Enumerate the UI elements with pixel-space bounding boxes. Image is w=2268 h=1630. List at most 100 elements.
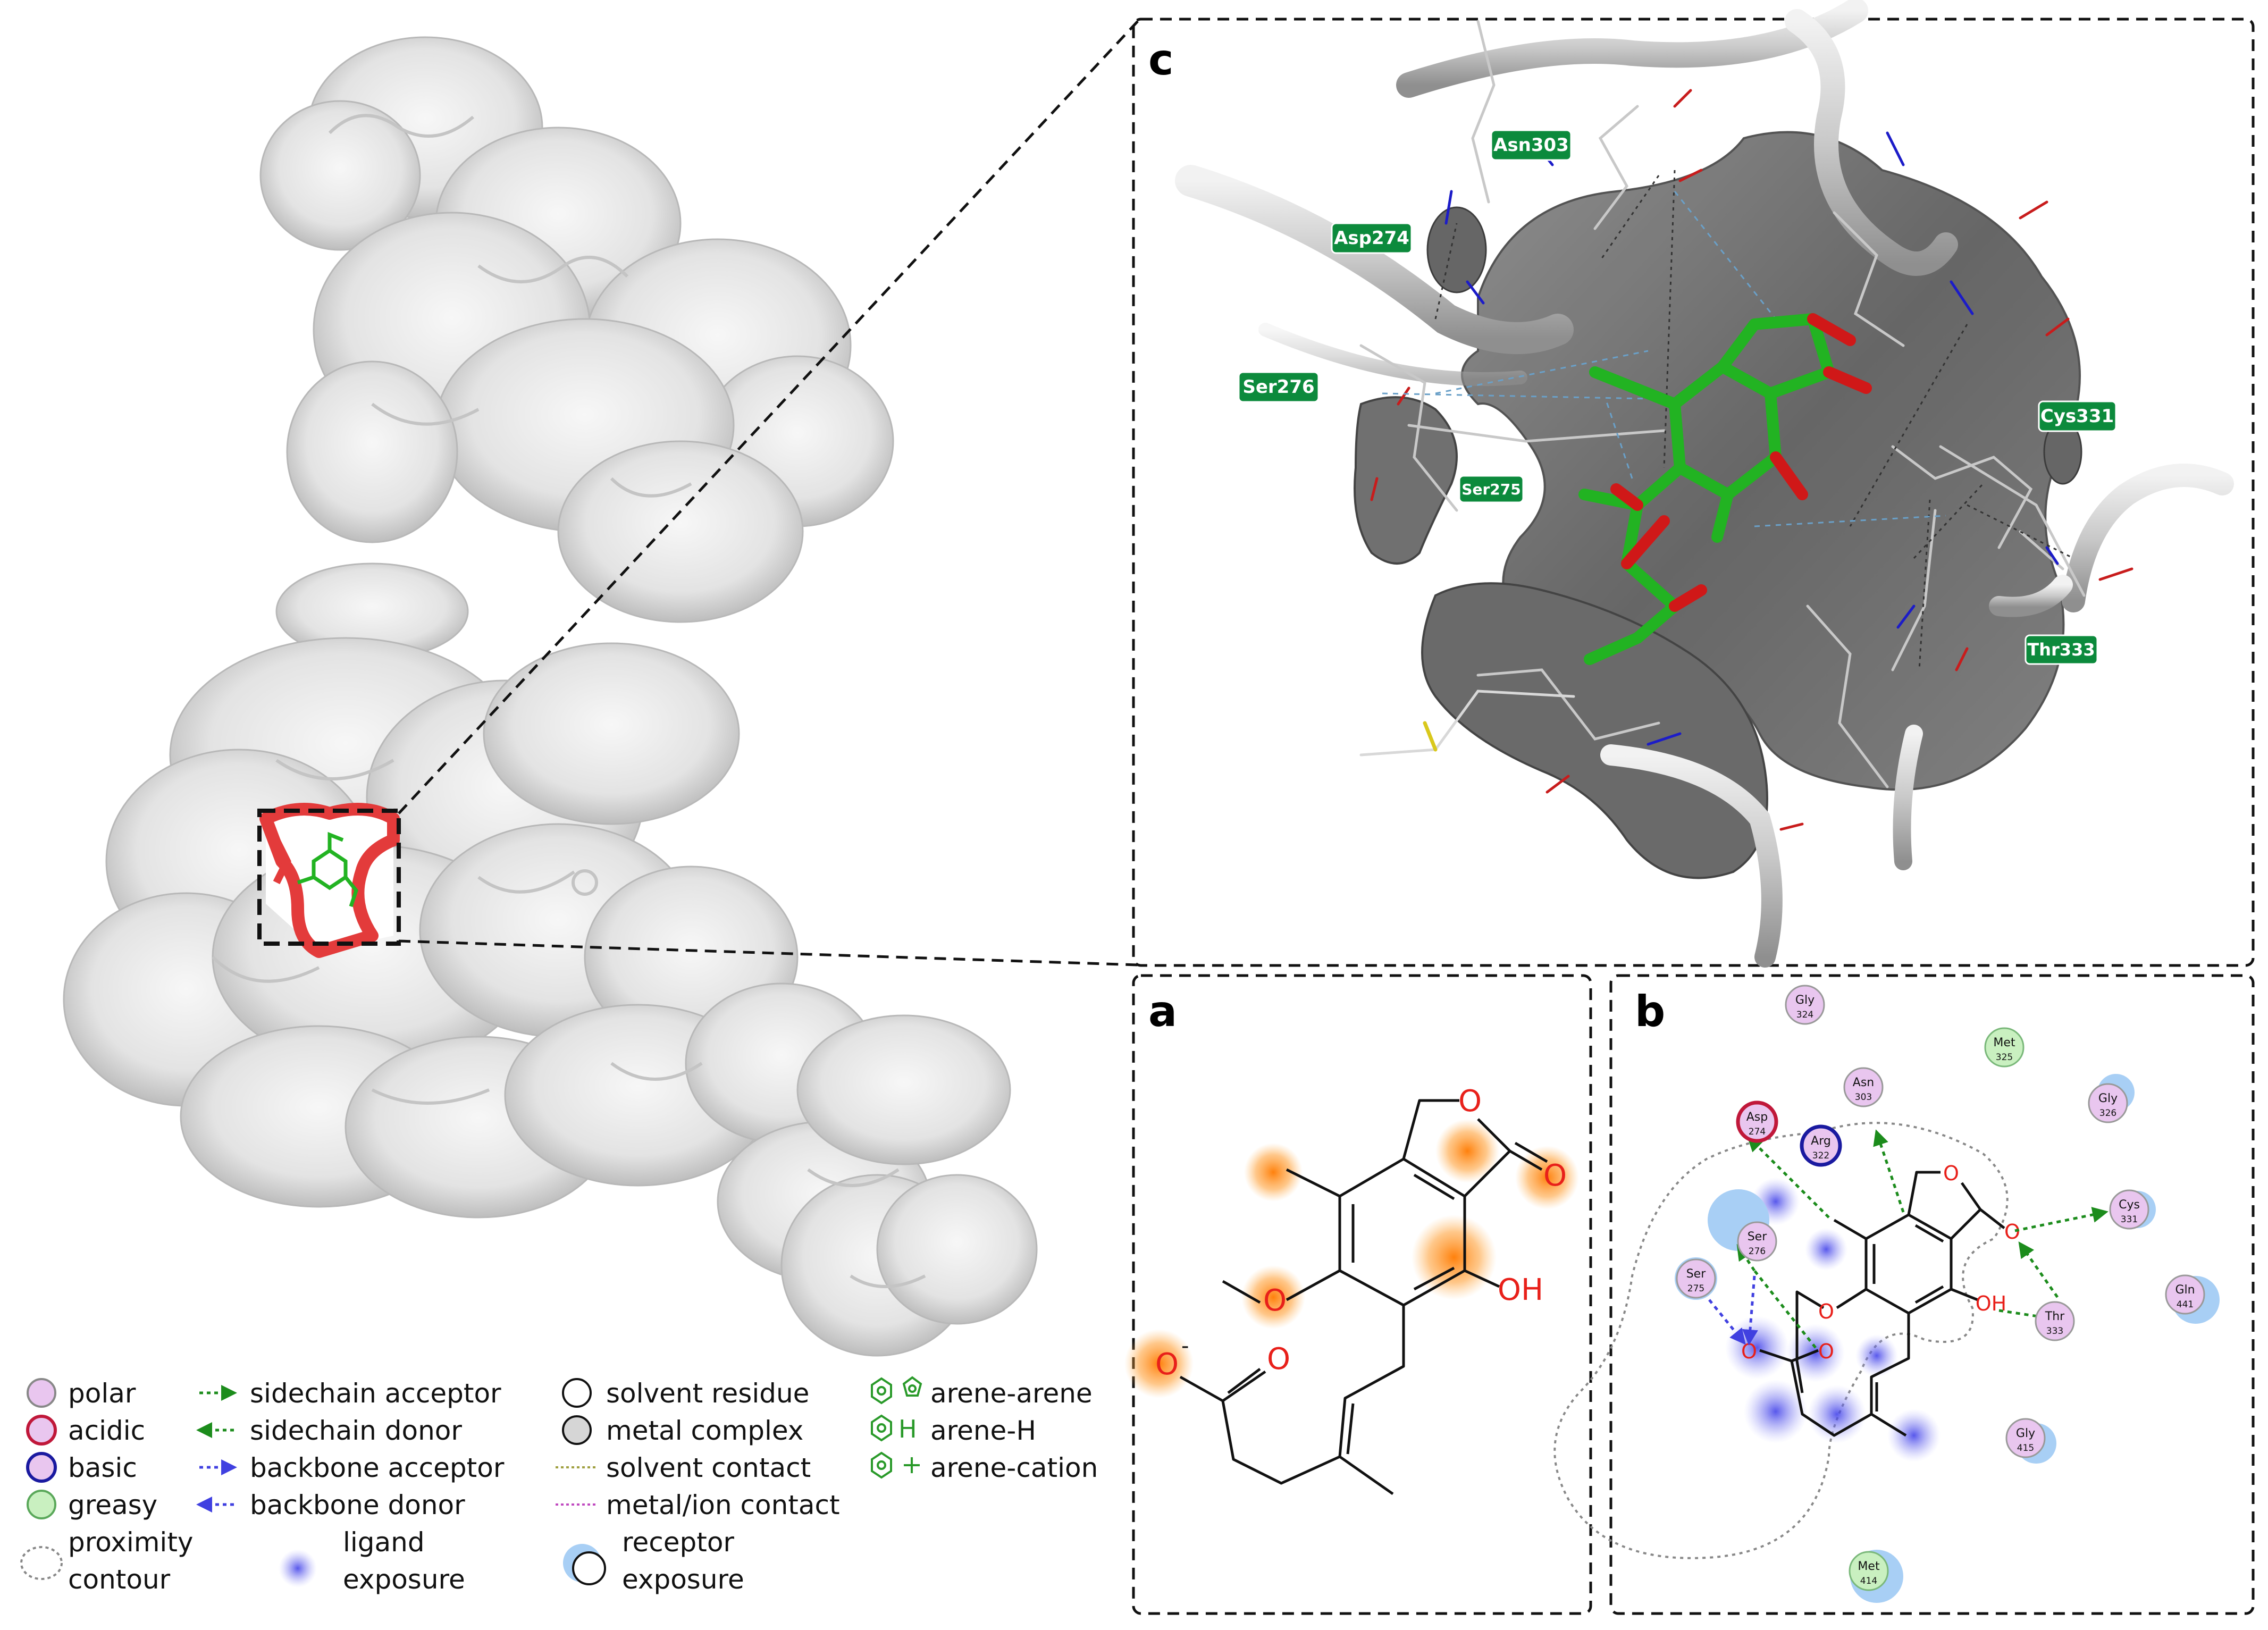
- residue-number: 331: [2121, 1214, 2138, 1225]
- panel-c-frame: [1132, 18, 2255, 967]
- residue-node-cys-331: Cys331: [2109, 1189, 2149, 1230]
- residue-label-cys331: Cys331: [2038, 400, 2117, 432]
- residue-circle: [1737, 1221, 1777, 1262]
- legend-metal-complex: metal complex: [606, 1415, 803, 1446]
- residue-node-asn-303: Asn303: [1843, 1067, 1884, 1107]
- panel-c-label: c: [1148, 35, 1173, 85]
- residue-node-gly-415: Gly 415: [2005, 1418, 2046, 1458]
- atom-o-carbonyl: O: [1543, 1158, 1567, 1193]
- panel-a-label: a: [1148, 987, 1177, 1036]
- residue-node-ser-276: Ser 276: [1737, 1221, 1777, 1262]
- panel-b-label: b: [1635, 987, 1665, 1036]
- legend-receptor: receptor: [622, 1527, 734, 1558]
- legend-backbone-donor: backbone donor: [250, 1490, 465, 1520]
- residue-label-asn303: Asn303: [1490, 129, 1572, 161]
- residue-number: 303: [1855, 1092, 1872, 1103]
- hbond-lines: [1434, 170, 2074, 670]
- residue-number: 275: [1687, 1283, 1704, 1294]
- surface-shading: [211, 114, 926, 1288]
- residue-number: 441: [2177, 1299, 2194, 1310]
- residue-circle: [2035, 1301, 2075, 1341]
- panel-b-frame: [1609, 974, 2255, 1615]
- legend-col3: solvent residue metal complex solvent co…: [556, 1378, 840, 1595]
- residue-circle: [1849, 1551, 1889, 1591]
- legend-arene-h: arene-H: [930, 1415, 1036, 1446]
- residue-circle: [1843, 1067, 1884, 1107]
- residue-node-asp-274: Asp274: [1736, 1100, 1778, 1143]
- legend-receptor-exposure: exposure: [622, 1564, 744, 1595]
- panel-b-diagram: O O O OH O O Gly324Met325Asn303Asp274Arg…: [1553, 985, 2220, 1603]
- residue-name: Ser: [1748, 1230, 1768, 1243]
- svg-text:Asn303: Asn303: [1493, 135, 1569, 156]
- residue-label-ser276: Ser276: [1238, 371, 1320, 403]
- svg-text:Thr333: Thr333: [2027, 640, 2095, 660]
- binding-pocket: [259, 803, 400, 958]
- residue-number: 324: [1796, 1010, 1813, 1020]
- residue-circle: [2109, 1189, 2149, 1230]
- legend-col2: sidechain acceptor sidechain donor backb…: [196, 1378, 505, 1595]
- legend-solvent-contact: solvent contact: [606, 1452, 811, 1483]
- residue-circle: [1785, 985, 1825, 1025]
- legend-basic: basic: [68, 1452, 137, 1483]
- legend-sidechain-acceptor: sidechain acceptor: [250, 1378, 501, 1409]
- residue-label-asp274: Asp274: [1331, 222, 1413, 254]
- cavity-lower: [1421, 582, 1768, 879]
- residue-number: 333: [2046, 1326, 2063, 1337]
- b-atom-o-carbonyl: O: [2004, 1220, 2020, 1243]
- legend-acidic: acidic: [68, 1415, 145, 1446]
- ligand-3d: [1578, 313, 1872, 665]
- residue-circle: [1736, 1100, 1778, 1143]
- proximity-contour: [1553, 1122, 2009, 1559]
- residue-number: 274: [1749, 1127, 1766, 1137]
- residue-sticks: [1359, 20, 2133, 831]
- arene-arene-icon: [871, 1376, 922, 1405]
- arene-cation-icon: [871, 1451, 920, 1479]
- charge-minus: -: [1181, 1334, 1189, 1358]
- legend-contour: contour: [68, 1564, 171, 1595]
- arene-h-icon: [871, 1414, 892, 1442]
- atom-o-acid: O: [1267, 1342, 1290, 1376]
- residue-number: 276: [1749, 1246, 1766, 1257]
- arene-h-glyph: H: [898, 1415, 917, 1443]
- cavity-blob-small: [1426, 206, 1487, 293]
- residue-name: Met: [1858, 1560, 1880, 1573]
- protein-surface: [63, 36, 1038, 1357]
- contact-lines: [1382, 191, 1946, 527]
- orange-highlights: [1124, 1119, 1579, 1398]
- residue-circle: [1984, 1027, 2025, 1068]
- residue-node-ser-275: Ser 275: [1676, 1258, 1716, 1299]
- residue-number: 322: [1812, 1150, 1829, 1161]
- residue-number: 326: [2099, 1108, 2116, 1119]
- residue-name: Gln: [2175, 1283, 2195, 1297]
- atom-o-methoxy: O: [1263, 1283, 1287, 1318]
- residue-nodes: Gly324Met325Asn303Asp274Arg322Gly326Ser2…: [1676, 985, 2205, 1591]
- residue-node-thr-333: Thr333: [2035, 1301, 2075, 1341]
- legend-greasy: greasy: [68, 1490, 157, 1520]
- legend-arene-cation: arene-cation: [930, 1452, 1098, 1483]
- legend-arene-arene: arene-arene: [930, 1378, 1093, 1409]
- residue-label-thr333: Thr333: [2025, 634, 2098, 665]
- residue-circle: [2088, 1083, 2128, 1123]
- residue-name: Ser: [1686, 1267, 1707, 1281]
- residue-circle: [2165, 1274, 2205, 1315]
- legend-ligand-exposure: exposure: [343, 1564, 465, 1595]
- svg-text:Cys331: Cys331: [2040, 406, 2114, 427]
- legend-solvent-residue: solvent residue: [606, 1378, 809, 1409]
- ligand-exposure: [1725, 1178, 1941, 1462]
- atom-oh: OH: [1498, 1273, 1543, 1307]
- legend-metal-ion-contact: metal/ion contact: [606, 1490, 840, 1520]
- residue-number: 415: [2017, 1443, 2034, 1453]
- residue-name: Arg: [1811, 1135, 1831, 1148]
- residue-label-ser275: Ser275: [1458, 475, 1524, 503]
- svg-text:Ser275: Ser275: [1461, 481, 1521, 498]
- zoom-connectors: [398, 20, 1139, 967]
- legend-polar: polar: [68, 1378, 136, 1409]
- residue-number: 325: [1996, 1052, 2013, 1063]
- atom-o-ring: O: [1458, 1084, 1482, 1119]
- residue-name: Gly: [2016, 1427, 2035, 1440]
- backbone-ribbons: [1175, 0, 2234, 968]
- b-atom-o-ring: O: [1943, 1162, 1959, 1185]
